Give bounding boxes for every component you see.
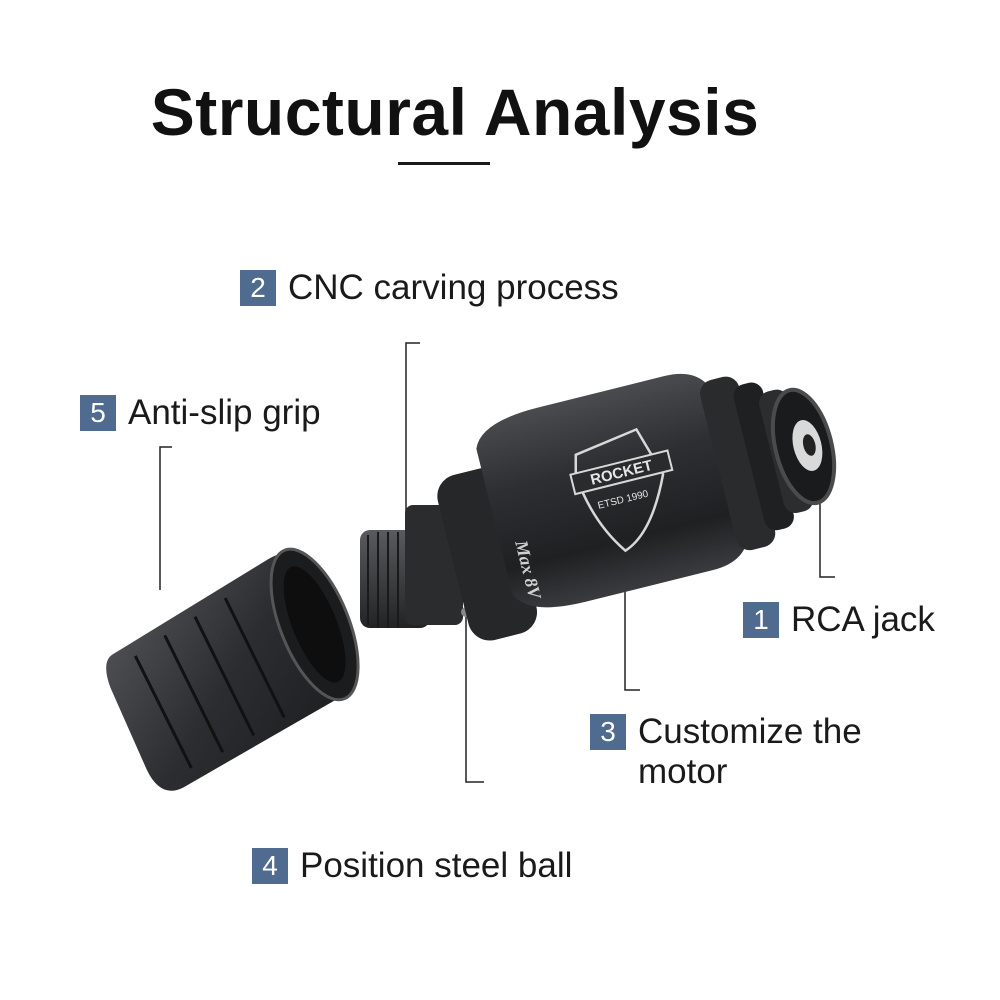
callout-text: Customize the motor [638,712,862,791]
callout-number: 4 [252,848,288,884]
callout-rca-jack: 1 RCA jack [743,600,935,640]
leader-line-motor [622,589,640,691]
callout-text: CNC carving process [288,268,619,307]
leader-line-steel-ball [465,615,484,783]
callout-number: 1 [743,602,779,638]
motor-body: ROCKET ETSD 1990 Max 8V [437,373,837,641]
callout-text: Anti-slip grip [128,393,321,432]
title-underline [398,162,490,165]
callout-cnc-carving: 2 CNC carving process [240,268,619,308]
callout-customize-motor: 3 Customize the motor [590,712,862,792]
callout-number: 5 [80,395,116,431]
page-title: Structural Analysis [150,75,760,149]
callout-position-steel-ball: 4 Position steel ball [252,846,572,886]
leader-line-grip [159,446,172,590]
callout-number: 2 [240,270,276,306]
callout-number: 3 [590,714,626,750]
anti-slip-grip [106,547,360,791]
callout-anti-slip-grip: 5 Anti-slip grip [80,393,321,433]
callout-text: RCA jack [791,600,935,639]
callout-text: Position steel ball [300,846,573,885]
leader-line-cnc [405,342,420,530]
